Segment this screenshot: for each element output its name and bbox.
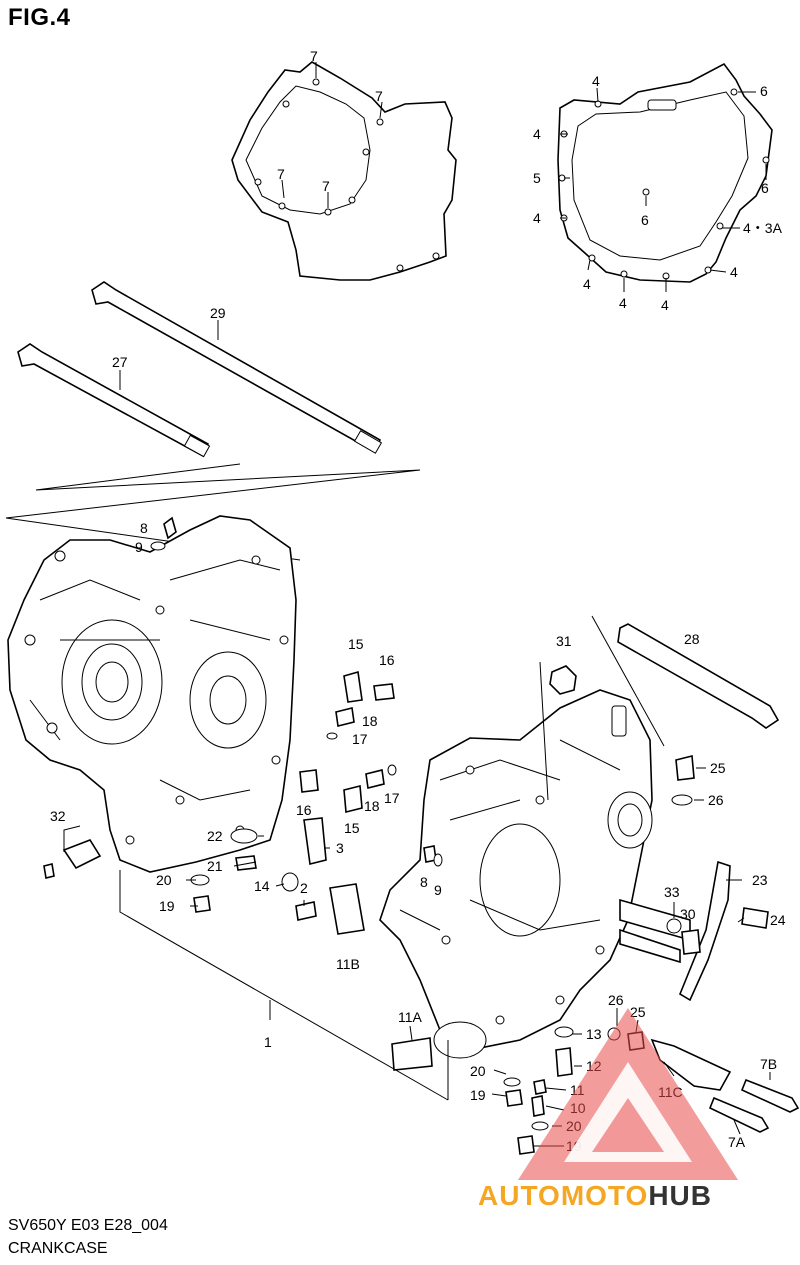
figure-title: FIG.4 (8, 4, 71, 31)
callout-32: 32 (50, 808, 66, 824)
callout-8-b: 8 (420, 874, 428, 890)
callout-9-a: 9 (135, 539, 143, 555)
callout-15-b: 15 (344, 820, 360, 836)
part-1-leader (119, 870, 449, 1101)
callout-20-b: 20 (470, 1063, 486, 1079)
callout-20-a: 20 (156, 872, 172, 888)
group-name: CRANKCASE (8, 1240, 108, 1257)
callout-9-b: 9 (434, 882, 442, 898)
callout-7a: 7A (728, 1134, 746, 1150)
callout-19-a: 19 (159, 898, 175, 914)
callout-1: 1 (264, 1034, 272, 1050)
callout-4-f: 4 (619, 295, 627, 311)
callout-4-3a: 4・3A (743, 220, 783, 236)
callout-6-b: 6 (761, 180, 769, 196)
callout-3: 3 (336, 840, 344, 856)
callout-22: 22 (207, 828, 223, 844)
automotohub-logo (518, 1008, 738, 1180)
callout-2: 2 (300, 880, 308, 896)
callout-4-c: 4 (533, 210, 541, 226)
callout-30: 30 (680, 906, 696, 922)
long-bolt-29 (91, 281, 383, 454)
callout-27: 27 (112, 354, 128, 370)
callout-16-a: 16 (379, 652, 395, 668)
callout-18-b: 18 (364, 798, 380, 814)
callout-25-b: 25 (630, 1004, 646, 1020)
gasket-left (231, 61, 457, 281)
callout-33: 33 (664, 884, 680, 900)
callout-4-e: 4 (583, 276, 591, 292)
caption-block: SV650Y E03 E28_004 CRANKCASE (8, 1214, 168, 1260)
small-fasteners (43, 516, 800, 1155)
callout-leaders (63, 62, 771, 1147)
long-bolt-28 (539, 615, 780, 801)
model-code: SV650Y E03 E28_004 (8, 1217, 168, 1234)
callout-4-d: 4 (730, 264, 738, 280)
callout-24: 24 (770, 912, 786, 928)
callout-26-a: 26 (708, 792, 724, 808)
callout-4-a: 4 (592, 73, 600, 89)
callout-7-c: 7 (277, 166, 285, 182)
callout-31: 31 (556, 633, 572, 649)
callout-29: 29 (210, 305, 226, 321)
callout-8-a: 8 (140, 520, 148, 536)
callout-18-a: 18 (362, 713, 378, 729)
callout-7-d: 7 (322, 178, 330, 194)
callout-7b: 7B (760, 1056, 777, 1072)
callout-4-g: 4 (661, 297, 669, 313)
callout-17-a: 17 (352, 731, 368, 747)
callout-21: 21 (207, 858, 223, 874)
callout-5: 5 (533, 170, 541, 186)
callout-15-a: 15 (348, 636, 364, 652)
watermark-brand-part1: AUTOMOTO (478, 1180, 649, 1211)
callout-28: 28 (684, 631, 700, 647)
callout-6-a: 6 (760, 83, 768, 99)
callout-17-b: 17 (384, 790, 400, 806)
callout-11a: 11A (398, 1009, 423, 1025)
watermark-brand-part2: HUB (648, 1180, 712, 1211)
callout-7-b: 7 (375, 88, 383, 104)
watermark-text: AUTOMOTOHUB (478, 1180, 712, 1212)
crankcase-lower-half (379, 689, 653, 1059)
long-bolt-27 (17, 343, 211, 458)
callout-11b: 11B (336, 956, 360, 972)
callout-26-b: 26 (608, 992, 624, 1008)
callout-23: 23 (752, 872, 768, 888)
callout-7-a: 7 (310, 48, 318, 64)
callout-6-c: 6 (641, 212, 649, 228)
callout-19-b: 19 (470, 1087, 486, 1103)
gasket-right (557, 62, 773, 283)
bolt-insertion-lines (5, 463, 421, 561)
callout-16-b: 16 (296, 802, 312, 818)
callout-13: 13 (586, 1026, 602, 1042)
callout-25-a: 25 (710, 760, 726, 776)
callout-4-b: 4 (533, 126, 541, 142)
callout-14: 14 (254, 878, 270, 894)
